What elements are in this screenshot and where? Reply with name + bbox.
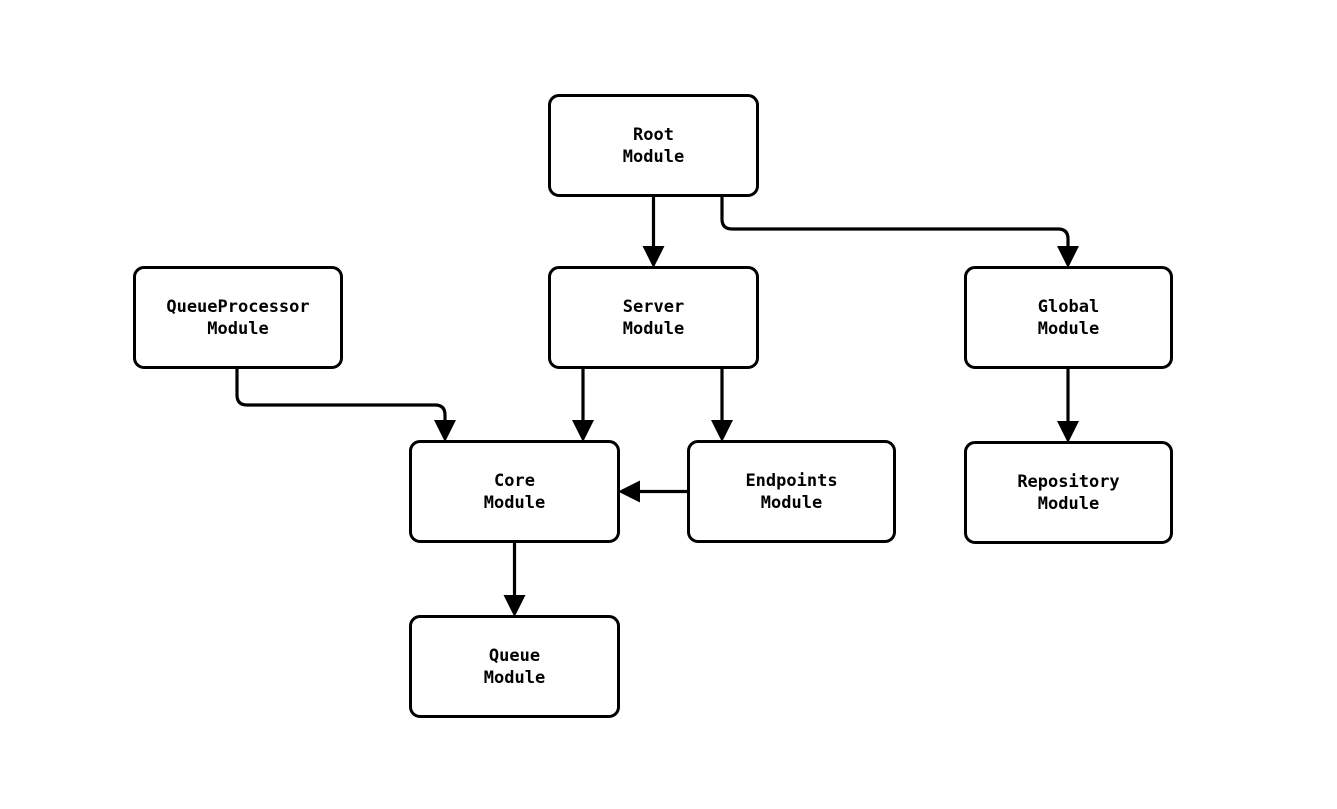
edge-endpoints-to-core xyxy=(618,480,687,503)
node-queue-line2: Module xyxy=(483,667,546,688)
edge-queueprocessor-to-core xyxy=(235,369,456,442)
node-global[interactable]: Global Module xyxy=(964,266,1173,369)
node-endpoints-line1: Endpoints xyxy=(745,470,838,491)
node-server[interactable]: Server Module xyxy=(548,266,759,369)
edge-server-to-core xyxy=(572,369,594,442)
node-repository-line1: Repository xyxy=(1017,471,1120,492)
node-queueprocessor[interactable]: QueueProcessor Module xyxy=(133,266,343,369)
node-repository-line2: Module xyxy=(1037,493,1100,514)
node-endpoints-line2: Module xyxy=(760,492,823,513)
node-global-line1: Global xyxy=(1037,296,1100,317)
node-queue-line1: Queue xyxy=(488,645,541,666)
node-core-line2: Module xyxy=(483,492,546,513)
node-root-line2: Module xyxy=(622,146,685,167)
node-core[interactable]: Core Module xyxy=(409,440,620,543)
edge-global-to-repository xyxy=(1057,369,1079,443)
node-root[interactable]: Root Module xyxy=(548,94,759,197)
node-queueprocessor-line1: QueueProcessor xyxy=(166,296,310,317)
node-global-line2: Module xyxy=(1037,318,1100,339)
edge-core-to-queue xyxy=(503,543,526,617)
node-queue[interactable]: Queue Module xyxy=(409,615,620,718)
edge-server-to-endpoints xyxy=(711,369,733,442)
node-core-line1: Core xyxy=(494,470,535,491)
edge-root-to-global xyxy=(720,197,1079,268)
node-server-line2: Module xyxy=(622,318,685,339)
node-queueprocessor-line2: Module xyxy=(207,318,269,339)
edge-root-to-server xyxy=(642,197,665,268)
node-endpoints[interactable]: Endpoints Module xyxy=(687,440,896,543)
node-root-line1: Root xyxy=(633,124,674,145)
node-server-line1: Server xyxy=(622,296,685,317)
node-repository[interactable]: Repository Module xyxy=(964,441,1173,544)
